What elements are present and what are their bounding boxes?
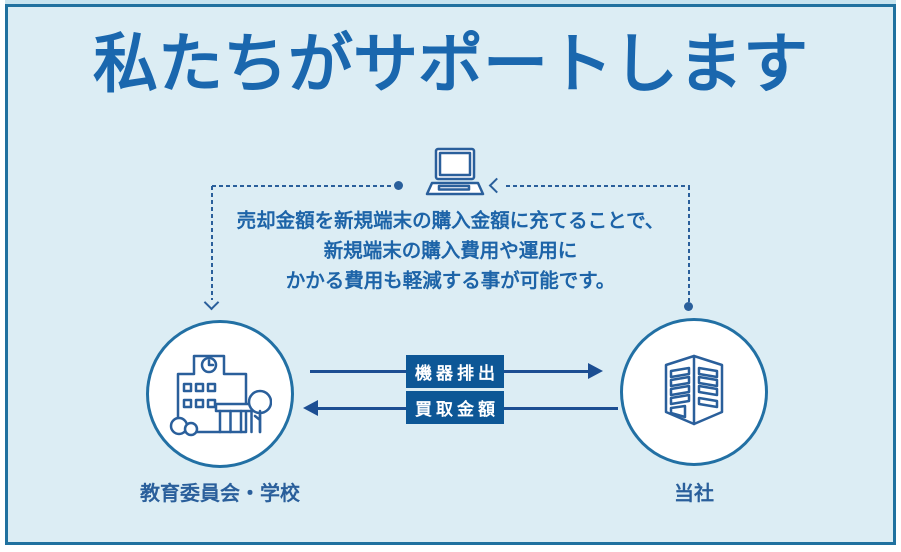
- flow-badge-payment: 買取金額: [406, 391, 504, 424]
- laptop-icon: [425, 147, 485, 196]
- description-line: 売却金額を新規端末の購入金額に充てることで、: [236, 209, 665, 232]
- school-label: 教育委員会・学校: [140, 481, 300, 505]
- company-circle: [620, 318, 768, 466]
- page-frame: [5, 4, 896, 545]
- description-line: かかる費用も軽減する事が可能です。: [285, 269, 616, 292]
- connector-left-vertical: [211, 186, 213, 300]
- connector-dot-left: [394, 181, 403, 190]
- connector-right-vertical: [688, 186, 690, 302]
- arrow-left-head-icon: [303, 400, 318, 416]
- school-building-icon: [169, 354, 272, 437]
- description-text: 売却金額を新規端末の購入金額に充てることで、 新規端末の購入費用や運用に かかる…: [0, 206, 901, 296]
- flow-badge-equipment: 機器排出: [406, 355, 504, 388]
- connector-dot-right: [684, 302, 693, 311]
- school-circle: [146, 320, 294, 468]
- company-label: 当社: [674, 481, 714, 505]
- top-strip: [5, 0, 896, 5]
- connector-left-horizontal: [212, 185, 394, 187]
- connector-right-horizontal: [506, 185, 690, 187]
- description-line: 新規端末の購入費用や運用に: [323, 239, 578, 262]
- page-title: 私たちがサポートします: [92, 27, 808, 102]
- office-building-icon: [664, 354, 724, 426]
- arrow-right-head-icon: [588, 363, 603, 379]
